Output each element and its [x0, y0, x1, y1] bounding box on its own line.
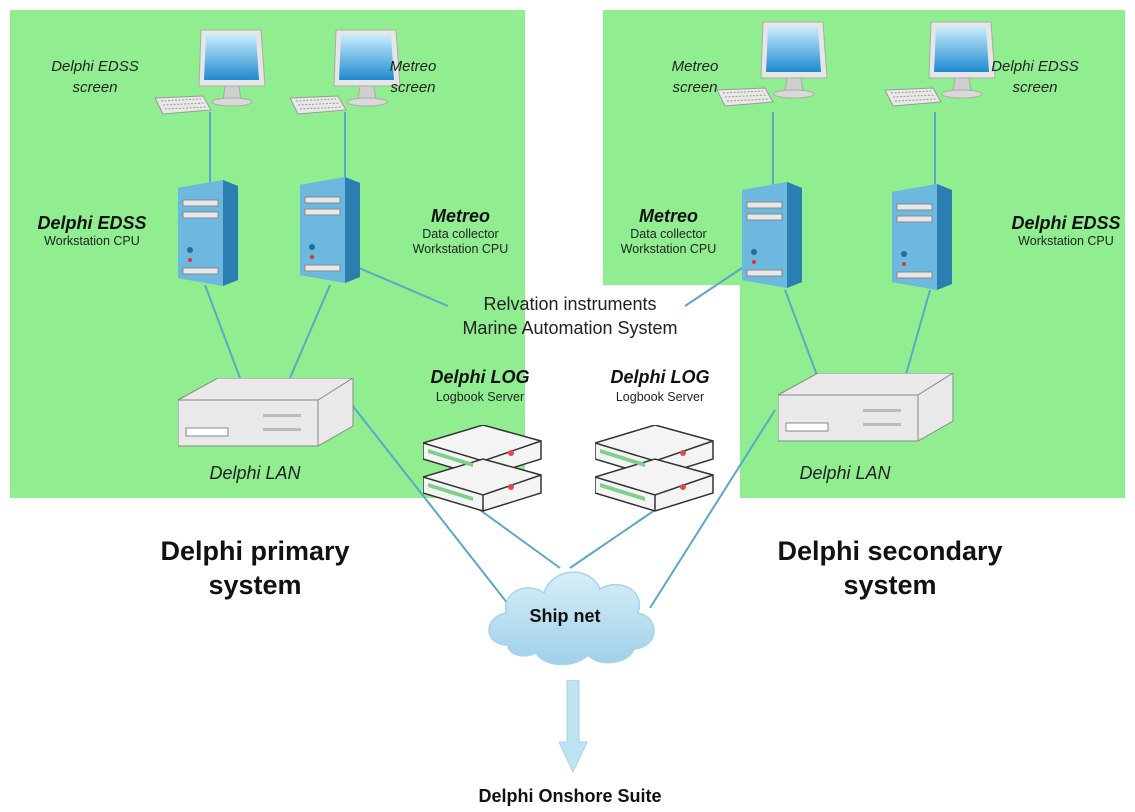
link-secondary-cpu1-lan	[784, 289, 819, 379]
secondary-lan-label: Delphi LAN	[799, 463, 891, 483]
onshore-label: Delphi Onshore Suite	[478, 786, 662, 806]
tower-cpu-icon	[178, 180, 239, 287]
link-primary-cpu1-lan	[204, 284, 241, 379]
secondary-cpu2-label: Delphi EDSS Workstation CPU	[1011, 213, 1121, 248]
tower-cpu-icon	[892, 184, 953, 291]
link-log2-cloud	[569, 509, 656, 569]
arrow-down-icon	[558, 680, 588, 774]
monitor-icon	[154, 29, 266, 115]
cloud-label: Ship net	[529, 606, 601, 626]
cloud-icon	[488, 571, 655, 666]
link-secondary-lan-cloud	[649, 409, 776, 609]
tower-cpu-icon	[742, 182, 803, 289]
link-secondary-cpu2-lan	[904, 289, 931, 379]
link-primary-lan-cloud	[351, 404, 509, 605]
tower-cpu-icon	[300, 177, 361, 284]
server-icon	[423, 425, 542, 512]
primary-cpu2-label: Metreo Data collector Workstation CPU	[412, 206, 509, 256]
server-icon	[595, 425, 714, 512]
monitor-icon	[716, 21, 828, 107]
link-log1-cloud	[479, 509, 561, 569]
secondary-cpu1-label: Metreo Data collector Workstation CPU	[620, 206, 717, 256]
network-switch-icon	[778, 373, 954, 442]
log1-label: Delphi LOG Logbook Server	[430, 367, 530, 404]
primary-lan-label: Delphi LAN	[209, 463, 301, 483]
link-primary-cpu2-instruments	[344, 261, 449, 307]
link-secondary-cpu1-instruments	[684, 267, 743, 307]
primary-cpu1-label: Delphi EDSS Workstation CPU	[37, 213, 147, 248]
network-switch-icon	[178, 378, 354, 447]
link-primary-cpu2-lan	[289, 284, 331, 379]
log2-label: Delphi LOG Logbook Server	[610, 367, 710, 404]
secondary-zone-top	[603, 10, 1125, 285]
